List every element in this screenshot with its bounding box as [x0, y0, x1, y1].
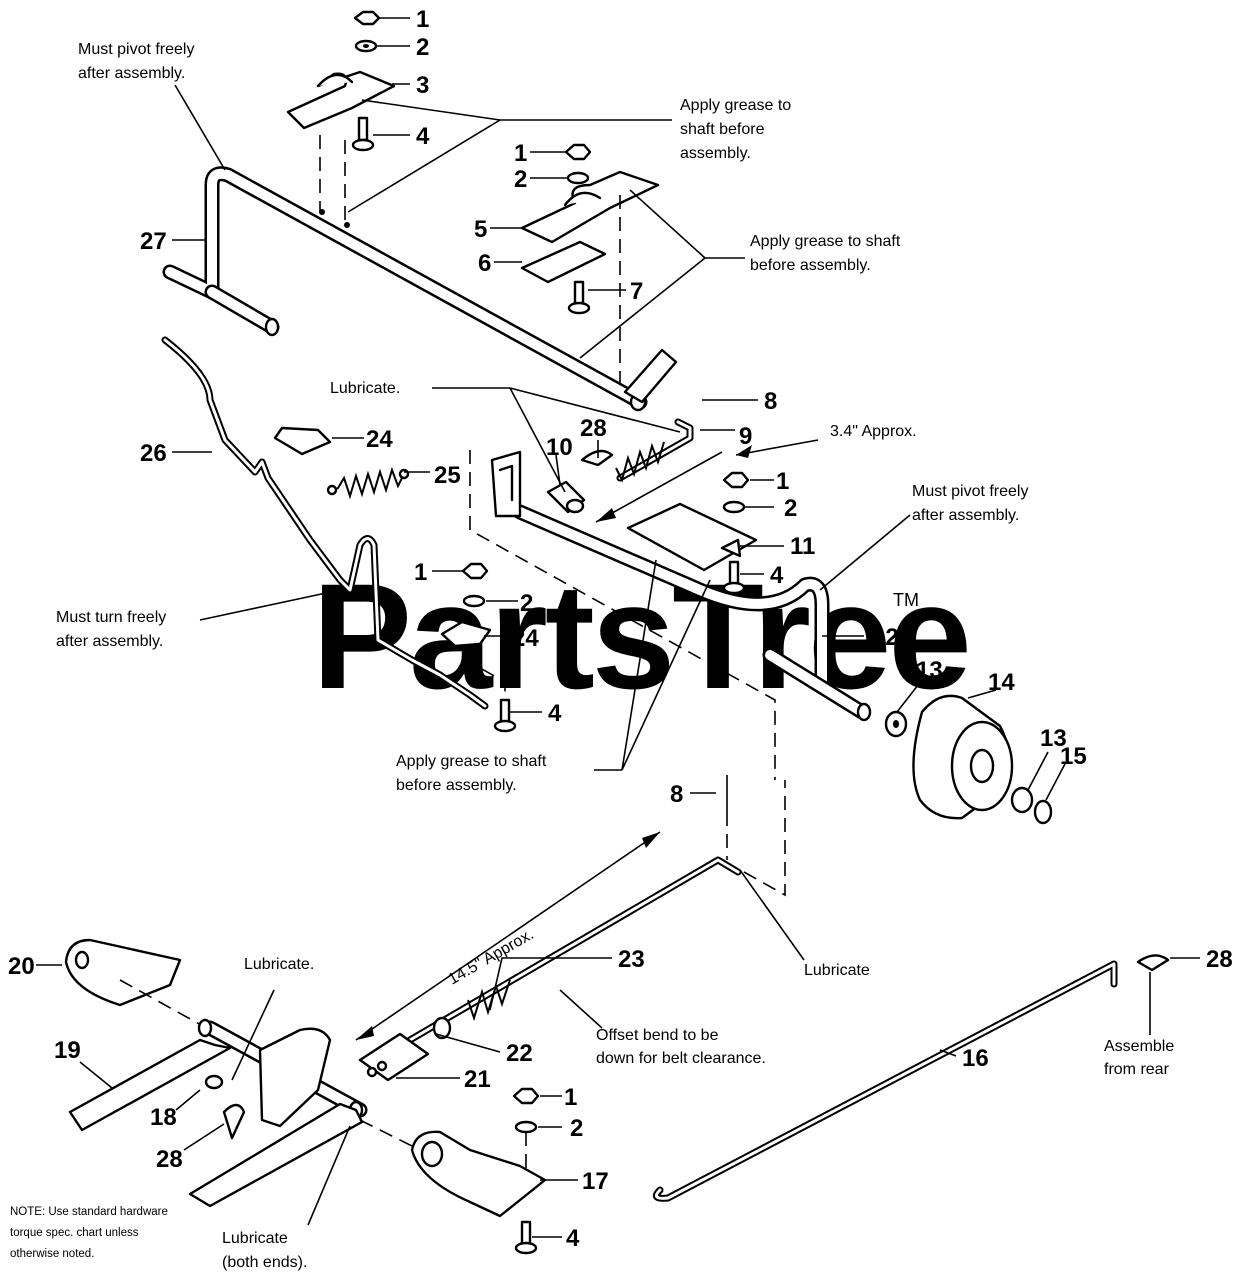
part-21-clevis	[358, 1032, 430, 1082]
part-26-shift-rod	[161, 336, 489, 710]
callout-24: 24	[512, 625, 539, 652]
callout-4: 4	[548, 700, 562, 727]
callout-11: 11	[790, 533, 815, 560]
part-12-pivot-bar	[490, 450, 872, 722]
callout-19: 19	[54, 1037, 81, 1064]
watermark-text: PartsTree	[312, 552, 969, 720]
note-turn-26-line2: after assembly.	[56, 633, 163, 650]
hardware-stack-11	[722, 471, 750, 595]
part-28-clip-upper	[580, 449, 614, 467]
note-lubricate-top: Lubricate.	[330, 380, 400, 397]
callout-9: 9	[739, 423, 752, 450]
note-pivot-27-line2: after assembly.	[78, 65, 185, 82]
note-lubricate-right: Lubricate	[804, 962, 870, 979]
callout-6: 6	[478, 250, 491, 277]
callout-4: 4	[416, 123, 430, 150]
note-grease-mid-line2: before assembly.	[750, 257, 871, 274]
watermark-tm: TM	[893, 590, 919, 610]
part-17-bracket	[410, 1130, 547, 1218]
callout-28: 28	[156, 1146, 183, 1173]
part-19-shaft	[68, 1018, 368, 1208]
callout-22: 22	[506, 1040, 533, 1067]
callout-17: 17	[582, 1168, 609, 1195]
hardware-stack-top	[286, 10, 396, 152]
part-28-clip-rear	[1136, 954, 1170, 972]
note-offset-line1: Offset bend to be	[596, 1027, 719, 1044]
callout-3: 3	[416, 72, 429, 99]
note-grease-low-line1: Apply grease to shaft	[396, 753, 547, 770]
callout-2: 2	[520, 590, 533, 617]
callout-28: 28	[580, 415, 607, 442]
footnote-line3: otherwise noted.	[10, 1248, 94, 1260]
callout-28: 28	[1206, 946, 1233, 973]
callout-21: 21	[464, 1066, 491, 1093]
part-14-pulley	[884, 694, 1053, 825]
callout-2: 2	[416, 34, 429, 61]
footnote-line1: NOTE: Use standard hardware	[10, 1206, 168, 1218]
callout-2: 2	[570, 1115, 583, 1142]
callout-25: 25	[434, 462, 461, 489]
part-23-rod	[406, 856, 742, 1044]
callout-23: 23	[618, 946, 645, 973]
note-assemble-line1: Assemble	[1104, 1038, 1174, 1055]
hardware-stack-24	[440, 562, 517, 733]
part-16-rod	[653, 960, 1118, 1202]
callout-26: 26	[140, 440, 167, 467]
callout-24: 24	[366, 426, 393, 453]
note-dim-3-4: 3.4" Approx.	[830, 423, 917, 440]
footnote-line2: torque spec. chart unless	[10, 1227, 139, 1239]
note-pivot-12-line2: after assembly.	[912, 507, 1019, 524]
part-24-clip-upper	[273, 426, 332, 456]
callout-10: 10	[546, 434, 573, 461]
part-9-rod	[615, 418, 694, 483]
callout-15: 15	[1060, 743, 1087, 770]
note-lubricate-both-line1: Lubricate	[222, 1230, 288, 1247]
callout-1: 1	[514, 140, 527, 167]
callout-18: 18	[150, 1104, 177, 1131]
callout-1: 1	[414, 559, 427, 586]
leader-lines	[36, 17, 1200, 1238]
note-grease-top-line1: Apply grease to	[680, 97, 791, 114]
part-10-bushing	[546, 480, 586, 514]
part-18-pin	[204, 1074, 224, 1090]
callout-13: 13	[1040, 725, 1067, 752]
note-pivot-12-line1: Must pivot freely	[912, 483, 1028, 500]
note-assemble-line2: from rear	[1104, 1061, 1170, 1078]
note-pivot-27-line1: Must pivot freely	[78, 41, 194, 58]
callout-4: 4	[566, 1225, 580, 1252]
part-11-bracket	[626, 502, 758, 572]
callout-16: 16	[962, 1045, 989, 1072]
callout-12: 12	[872, 624, 899, 651]
note-grease-top-line2: shaft before	[680, 121, 765, 138]
callout-8: 8	[764, 388, 777, 415]
callout-1: 1	[416, 6, 429, 33]
callout-2: 2	[514, 166, 527, 193]
part-22-nut	[432, 1016, 452, 1040]
callout-1: 1	[564, 1084, 577, 1111]
callout-8: 8	[670, 781, 683, 808]
note-lubricate-both-line2: (both ends).	[222, 1254, 307, 1271]
callout-13: 13	[916, 657, 943, 684]
callouts: 1 2 3 4 1 2 5 6 7 27 8 9 10 28 24 26 25 …	[8, 6, 1233, 1252]
callout-7: 7	[630, 278, 643, 305]
callout-20: 20	[8, 953, 35, 980]
callout-2: 2	[784, 495, 797, 522]
callout-1: 1	[776, 468, 789, 495]
note-grease-top-line3: assembly.	[680, 145, 751, 162]
callout-5: 5	[474, 216, 487, 243]
part-20-plate	[64, 938, 182, 1007]
note-offset-line2: down for belt clearance.	[596, 1050, 766, 1067]
part-27-pivot-bar	[162, 166, 678, 412]
callout-27: 27	[140, 228, 167, 255]
callout-14: 14	[988, 669, 1015, 696]
part-28-clip-lower	[222, 1103, 246, 1140]
note-lubricate-mid: Lubricate.	[244, 956, 314, 973]
note-turn-26-line1: Must turn freely	[56, 609, 166, 626]
part-25-spring	[326, 466, 410, 500]
note-grease-mid-line1: Apply grease to shaft	[750, 233, 901, 250]
callout-4: 4	[770, 562, 784, 589]
note-grease-low-line2: before assembly.	[396, 777, 517, 794]
